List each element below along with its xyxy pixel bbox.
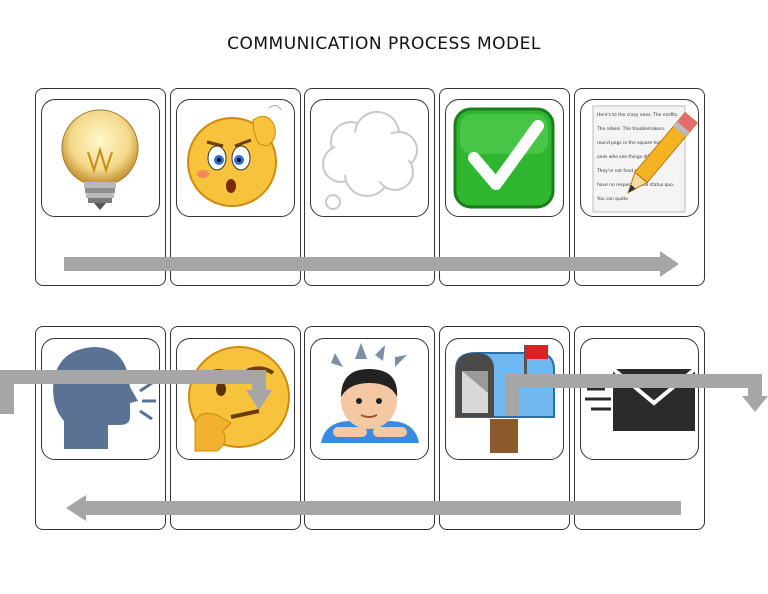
person-bowing-icon [321, 343, 419, 443]
doc-line: The rebels. The troublemakers. [596, 126, 665, 132]
step-image-frame [41, 99, 160, 217]
step-image-frame [445, 99, 564, 217]
step-card-confused [170, 88, 301, 286]
mailbox-icon [455, 345, 555, 453]
step-image-frame [176, 99, 295, 217]
doc-line: round pegs in the square holes. [597, 140, 667, 146]
step-card-idea [35, 88, 166, 286]
step-card-receive [304, 326, 435, 530]
speaking-head-icon [53, 347, 156, 449]
step-image-frame [310, 99, 429, 217]
confused-face-icon [187, 104, 282, 207]
step-image-frame: Here's to the crazy ones. The misfits. T… [580, 99, 699, 217]
step-card-think [170, 326, 301, 530]
step-card-mailbox [439, 326, 570, 530]
step-card-speak [35, 326, 166, 530]
check-mark-icon [453, 107, 555, 209]
step-card-write: Here's to the crazy ones. The misfits. T… [574, 88, 705, 286]
doc-line: ones who see things differently. [597, 154, 667, 160]
step-image-frame [176, 338, 295, 460]
step-image-frame [445, 338, 564, 460]
thinking-face-icon [188, 346, 290, 452]
step-card-approve [439, 88, 570, 286]
step-image-frame [580, 338, 699, 460]
step-image-frame [310, 338, 429, 460]
envelope-icon [585, 367, 697, 431]
lightbulb-icon [61, 109, 139, 210]
doc-line: Here's to the crazy ones. The misfits. [597, 112, 679, 118]
pencil-paper-icon: Here's to the crazy ones. The misfits. T… [592, 105, 698, 213]
step-image-frame [41, 338, 160, 460]
step-card-send [574, 326, 705, 530]
thought-bubble-icon [322, 111, 418, 210]
page-title: COMMUNICATION PROCESS MODEL [227, 34, 541, 54]
doc-line: You can quote [596, 196, 628, 202]
step-card-thought [304, 88, 435, 286]
doc-line: They're not fond of rules. [596, 168, 652, 174]
